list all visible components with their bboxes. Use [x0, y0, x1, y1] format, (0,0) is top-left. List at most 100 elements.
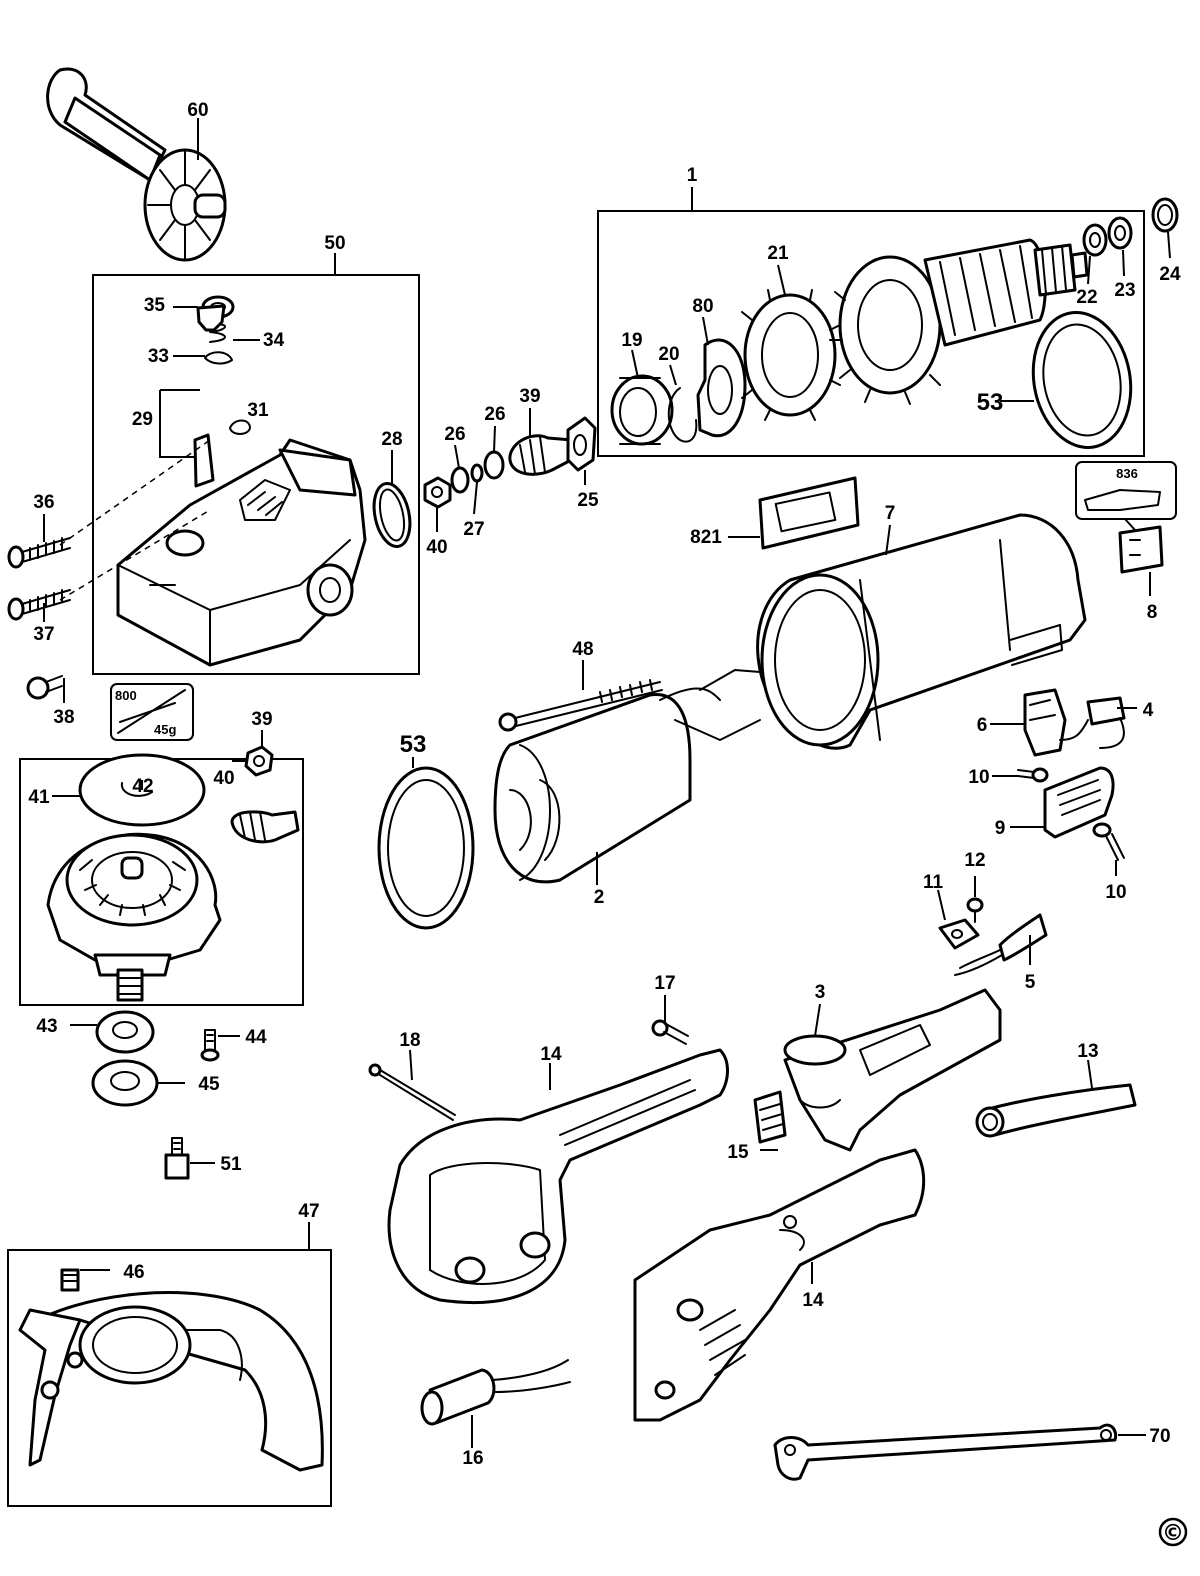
- part-label: 836: [1116, 466, 1138, 481]
- part-label: 4: [1143, 700, 1154, 721]
- gear-case-assembly-box: [92, 274, 420, 675]
- screw-10b: [1092, 822, 1125, 861]
- part-label: 14: [540, 1044, 562, 1065]
- bearing-sleeve-24: [1151, 197, 1179, 233]
- part-label: 39: [519, 386, 540, 407]
- washer-26b: [483, 450, 505, 480]
- part-label: 28: [381, 429, 402, 450]
- baffle-53b: [377, 766, 475, 930]
- tie-rod-18: [368, 1063, 456, 1121]
- part-label: 44: [245, 1027, 267, 1048]
- washer-26a: [450, 466, 470, 494]
- part-label: 70: [1149, 1426, 1170, 1447]
- part-label: 800: [115, 688, 137, 703]
- cord-protector-13: [975, 1083, 1137, 1138]
- baffle-80: [696, 338, 747, 438]
- part-label: 10: [968, 767, 989, 788]
- motor-housing-7: [756, 513, 1087, 750]
- copyright-text: ©: [1162, 1521, 1184, 1546]
- part-label: 17: [654, 973, 675, 994]
- screw-44: [200, 1029, 220, 1062]
- part-label: 36: [33, 492, 54, 513]
- flange-43: [95, 1010, 155, 1054]
- circlip-20: [667, 387, 698, 443]
- part-label: 26: [484, 404, 505, 425]
- part-label: 37: [33, 624, 54, 645]
- part-label: 8: [1147, 602, 1158, 623]
- nut-45: [91, 1059, 159, 1107]
- switch-6: [1023, 688, 1067, 757]
- armature-1: [829, 238, 1089, 405]
- part-label: 53: [977, 389, 1004, 416]
- part-label: 13: [1077, 1041, 1098, 1062]
- part-label: 18: [399, 1030, 420, 1051]
- washer-27: [470, 463, 484, 483]
- pinion-39: [508, 434, 577, 476]
- part-label: 24: [1159, 264, 1181, 285]
- screw-17: [651, 1019, 689, 1045]
- part-label: 821: [690, 527, 722, 548]
- spindle-assembly: [46, 745, 300, 1002]
- housing-half-14b: [633, 1148, 926, 1422]
- part-label: 23: [1114, 280, 1135, 301]
- part-label: 5: [1025, 972, 1036, 993]
- side-handle-60: [46, 67, 227, 262]
- part-label: 34: [263, 330, 285, 351]
- bearing-19: [610, 374, 674, 446]
- spanner-70: [773, 1423, 1118, 1481]
- part-label: 40: [426, 537, 447, 558]
- grease-weight: 45g: [154, 722, 176, 737]
- part-label: 22: [1076, 287, 1097, 308]
- part-label: 53: [400, 731, 427, 758]
- part-label: 40: [213, 768, 234, 789]
- part-label: 50: [324, 233, 345, 254]
- part-label: 35: [144, 295, 166, 316]
- part-label: 31: [247, 400, 269, 421]
- fan-baffle-21: [741, 289, 841, 421]
- bearing-23: [1107, 216, 1133, 250]
- field-2: [493, 669, 761, 884]
- part-label: 14: [802, 1290, 824, 1311]
- part-label: 12: [964, 850, 985, 871]
- part-label: 80: [692, 296, 713, 317]
- seal-ring-28: [372, 482, 412, 548]
- part-label: 20: [658, 344, 679, 365]
- part-label: 7: [885, 503, 896, 524]
- cord-5: [954, 913, 1048, 976]
- part-label: 25: [577, 490, 599, 511]
- guard-assembly-box: [7, 1249, 332, 1507]
- housing-half-14a: [387, 1048, 729, 1304]
- nut-40: [423, 476, 452, 509]
- label-821: [758, 476, 860, 550]
- brush-holder-8: [1118, 525, 1164, 574]
- part-label: 29: [132, 409, 153, 430]
- cord-clamp-11: [938, 918, 980, 950]
- part-label: 47: [298, 1201, 319, 1222]
- part-label: 21: [767, 243, 789, 264]
- baffle-53a: [1031, 311, 1133, 449]
- part-label: 10: [1105, 882, 1126, 903]
- part-label: 27: [463, 519, 484, 540]
- part-label: 15: [727, 1142, 749, 1163]
- capacitor-4: [1059, 696, 1126, 749]
- part-label: 41: [28, 787, 50, 808]
- seal-25: [566, 416, 597, 472]
- part-label: 6: [977, 715, 988, 736]
- part-label: 46: [123, 1262, 144, 1283]
- screw-10a: [1017, 767, 1049, 783]
- part-label: 43: [36, 1016, 57, 1037]
- part-label: 26: [444, 424, 465, 445]
- part-label: 39: [251, 709, 272, 730]
- plate-15: [753, 1090, 787, 1144]
- part-label: 9: [995, 818, 1006, 839]
- screw-37: [7, 589, 71, 621]
- part-label: 33: [148, 346, 169, 367]
- part-label: 2: [594, 887, 605, 908]
- part-label: 19: [621, 330, 642, 351]
- armature-assembly-box: [597, 210, 1145, 457]
- switch-cover-9: [1043, 766, 1115, 839]
- tie-bolt-48: [498, 679, 663, 732]
- part-label: 42: [132, 776, 153, 797]
- pin-51: [164, 1137, 190, 1180]
